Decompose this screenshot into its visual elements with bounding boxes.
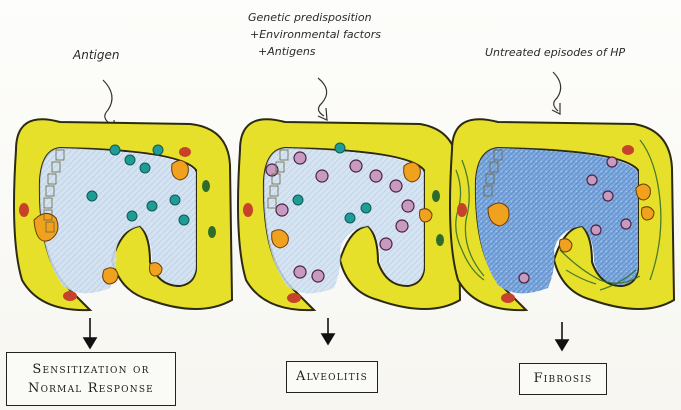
down-arrow-3 xyxy=(556,322,568,350)
untreated-arrow xyxy=(552,72,561,114)
stage-box-fibrosis: Fibrosis xyxy=(519,363,607,395)
stage-box-alveolitis: Alveolitis xyxy=(286,361,378,393)
factors-label-line2: +Environmental factors xyxy=(250,28,381,41)
factors-arrow xyxy=(318,78,327,120)
down-arrow-1 xyxy=(84,318,96,348)
down-arrow-2 xyxy=(322,318,334,344)
factors-label-line1: Genetic predisposition xyxy=(248,11,372,24)
stage-label-sensitization-line1: Sensitization or xyxy=(7,362,175,377)
alveolus-alveolitis xyxy=(238,119,460,310)
stage-label-fibrosis: Fibrosis xyxy=(534,371,593,386)
stage-label-sensitization-line2: Normal Response xyxy=(7,381,175,396)
alveolus-sensitization xyxy=(14,119,232,310)
stage-box-sensitization: Sensitization or Normal Response xyxy=(6,352,176,406)
factors-label-line3: +Antigens xyxy=(258,45,316,58)
untreated-label: Untreated episodes of HP xyxy=(485,46,625,59)
alveolus-fibrosis xyxy=(450,119,674,310)
stage-label-alveolitis: Alveolitis xyxy=(296,369,368,384)
antigen-label: Antigen xyxy=(73,48,119,62)
